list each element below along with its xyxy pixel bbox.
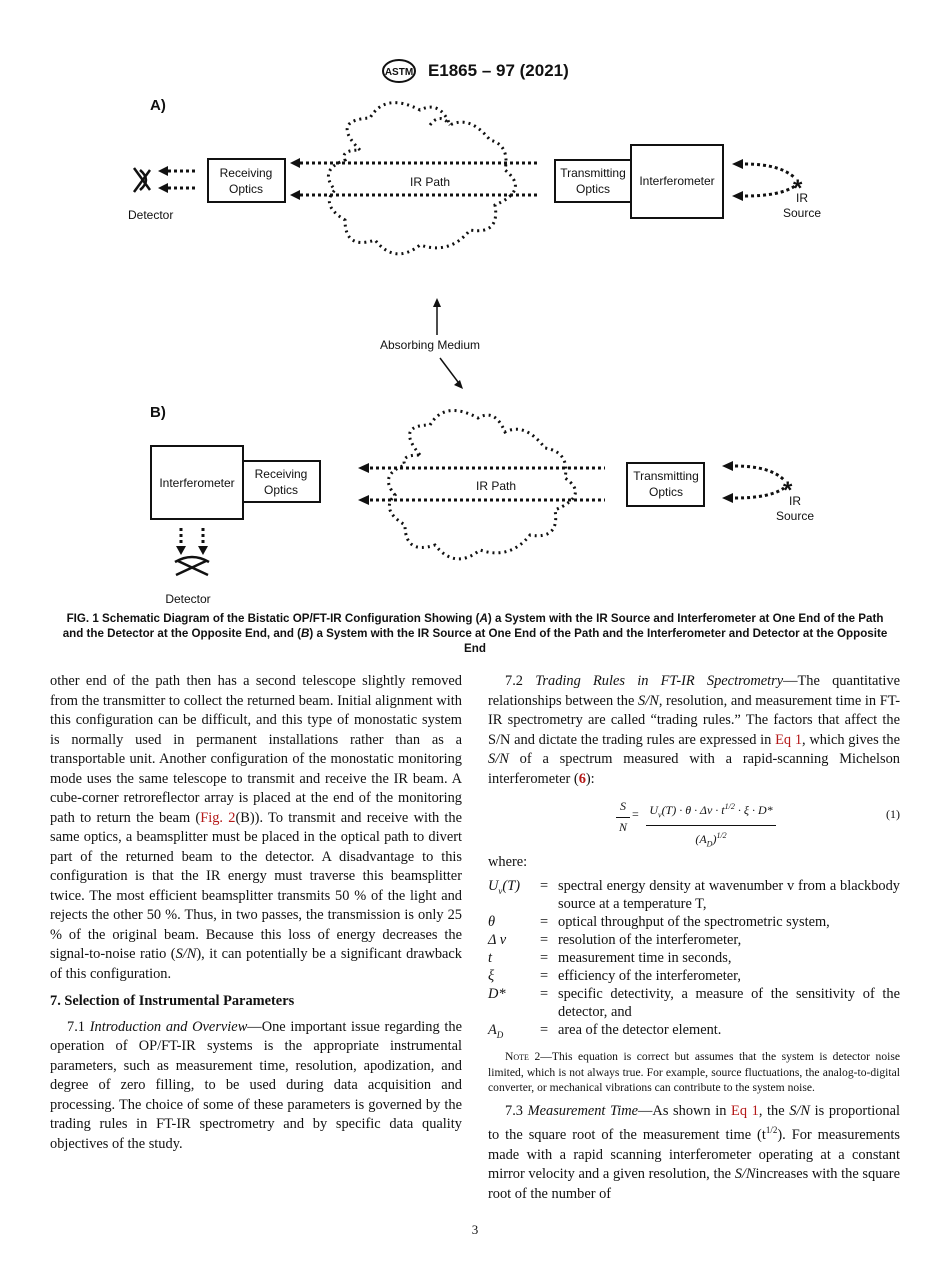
ir-source-b-icon: * xyxy=(783,477,793,504)
fig2-link[interactable]: Fig. 2 xyxy=(200,809,236,826)
figure-caption: FIG. 1 Schematic Diagram of the Bistatic… xyxy=(62,612,888,655)
ir-path-a-cloud xyxy=(326,101,517,256)
section-heading-7: 7. Selection of Instrumental Parameters xyxy=(50,993,295,1009)
transmitting-optics-a-line1: Transmitting xyxy=(560,166,626,180)
ir-source-b-line2: Source xyxy=(776,509,814,523)
receiving-optics-b-box xyxy=(242,460,321,503)
interferometer-b-label: Interferometer xyxy=(159,476,234,490)
page-number: 3 xyxy=(471,1222,479,1237)
detector-b-icon xyxy=(174,555,210,577)
receiving-optics-a-box xyxy=(207,158,286,203)
ir-source-a-line2: Source xyxy=(783,206,821,220)
right-column: 7.2 Trading Rules in FT-IR Spectrometry—… xyxy=(488,672,900,1204)
definition-row: Δ v=resolution of the interferometer, xyxy=(488,931,742,948)
astm-logo-icon: ASTM xyxy=(382,59,417,83)
detector-a-label: Detector xyxy=(128,208,173,222)
panel-b-label: B) xyxy=(150,404,166,421)
equation-number: (1) xyxy=(886,807,900,821)
absorbing-medium-label: Absorbing Medium xyxy=(380,338,480,352)
paragraph-7-1: 7.1 Introduction and Overview—One import… xyxy=(50,1018,462,1152)
definitions-list: Uv(T)=spectral energy density at wavenum… xyxy=(488,877,900,1044)
definition-row: D*=specific detectivity, a measure of th… xyxy=(488,985,900,1020)
receiving-optics-b-line1: Receiving xyxy=(255,467,308,481)
eq1-link[interactable]: Eq 1 xyxy=(775,731,803,748)
document-designation: E1865 – 97 (2021) xyxy=(427,61,569,80)
reference-6-link[interactable]: 6 xyxy=(578,770,586,787)
page-header: ASTM E1865 – 97 (2021) xyxy=(0,58,950,84)
ir-source-a-line1: IR xyxy=(796,191,808,205)
definition-row: θ=optical throughput of the spectrometri… xyxy=(488,913,830,930)
left-column: other end of the path then has a second … xyxy=(50,672,462,1154)
note-2: Note 2—This equation is correct but assu… xyxy=(488,1050,900,1095)
ir-path-a-label: IR Path xyxy=(410,175,450,189)
definition-row: t=measurement time in seconds, xyxy=(488,949,732,966)
definition-row: Uv(T)=spectral energy density at wavenum… xyxy=(488,877,900,912)
detector-b-label: Detector xyxy=(165,592,210,606)
transmitting-optics-b-line2: Optics xyxy=(649,485,683,499)
transmitting-optics-b-line1: Transmitting xyxy=(633,469,699,483)
receiving-optics-a-line1: Receiving xyxy=(220,166,273,180)
interferometer-b-box xyxy=(150,445,244,520)
transmitting-optics-b-box xyxy=(626,462,705,507)
where-label: where: xyxy=(488,854,528,870)
definition-row: AD=area of the detector element. xyxy=(488,1021,722,1040)
paragraph-7-2: 7.2 Trading Rules in FT-IR Spectrometry—… xyxy=(488,673,901,787)
ir-source-b-line1: IR xyxy=(789,494,801,508)
panel-a-label: A) xyxy=(150,97,166,114)
interferometer-a-box xyxy=(630,144,724,219)
transmitting-optics-a-line2: Optics xyxy=(576,182,610,196)
receiving-optics-a-line2: Optics xyxy=(229,182,263,196)
figure-1-diagram: A) Detector Receiving Optics IR Path Tra… xyxy=(128,97,821,606)
interferometer-a-label: Interferometer xyxy=(639,174,714,188)
receiving-optics-b-line2: Optics xyxy=(264,483,298,497)
definition-row: ξ=efficiency of the interferometer, xyxy=(488,967,741,984)
paragraph-monostatic: other end of the path then has a second … xyxy=(50,673,463,982)
ir-path-b-label: IR Path xyxy=(476,479,516,493)
paragraph-7-3: 7.3 Measurement Time—As shown in Eq 1, t… xyxy=(488,1102,900,1202)
equation-1: S N = Uv(T) · θ · Δν · t1/2 · ξ · D* (AD… xyxy=(488,793,900,848)
detector-a-icon xyxy=(132,167,152,193)
eq1-link[interactable]: Eq 1 xyxy=(731,1102,759,1119)
ir-source-a-icon: * xyxy=(793,175,803,202)
svg-text:ASTM: ASTM xyxy=(385,67,413,78)
